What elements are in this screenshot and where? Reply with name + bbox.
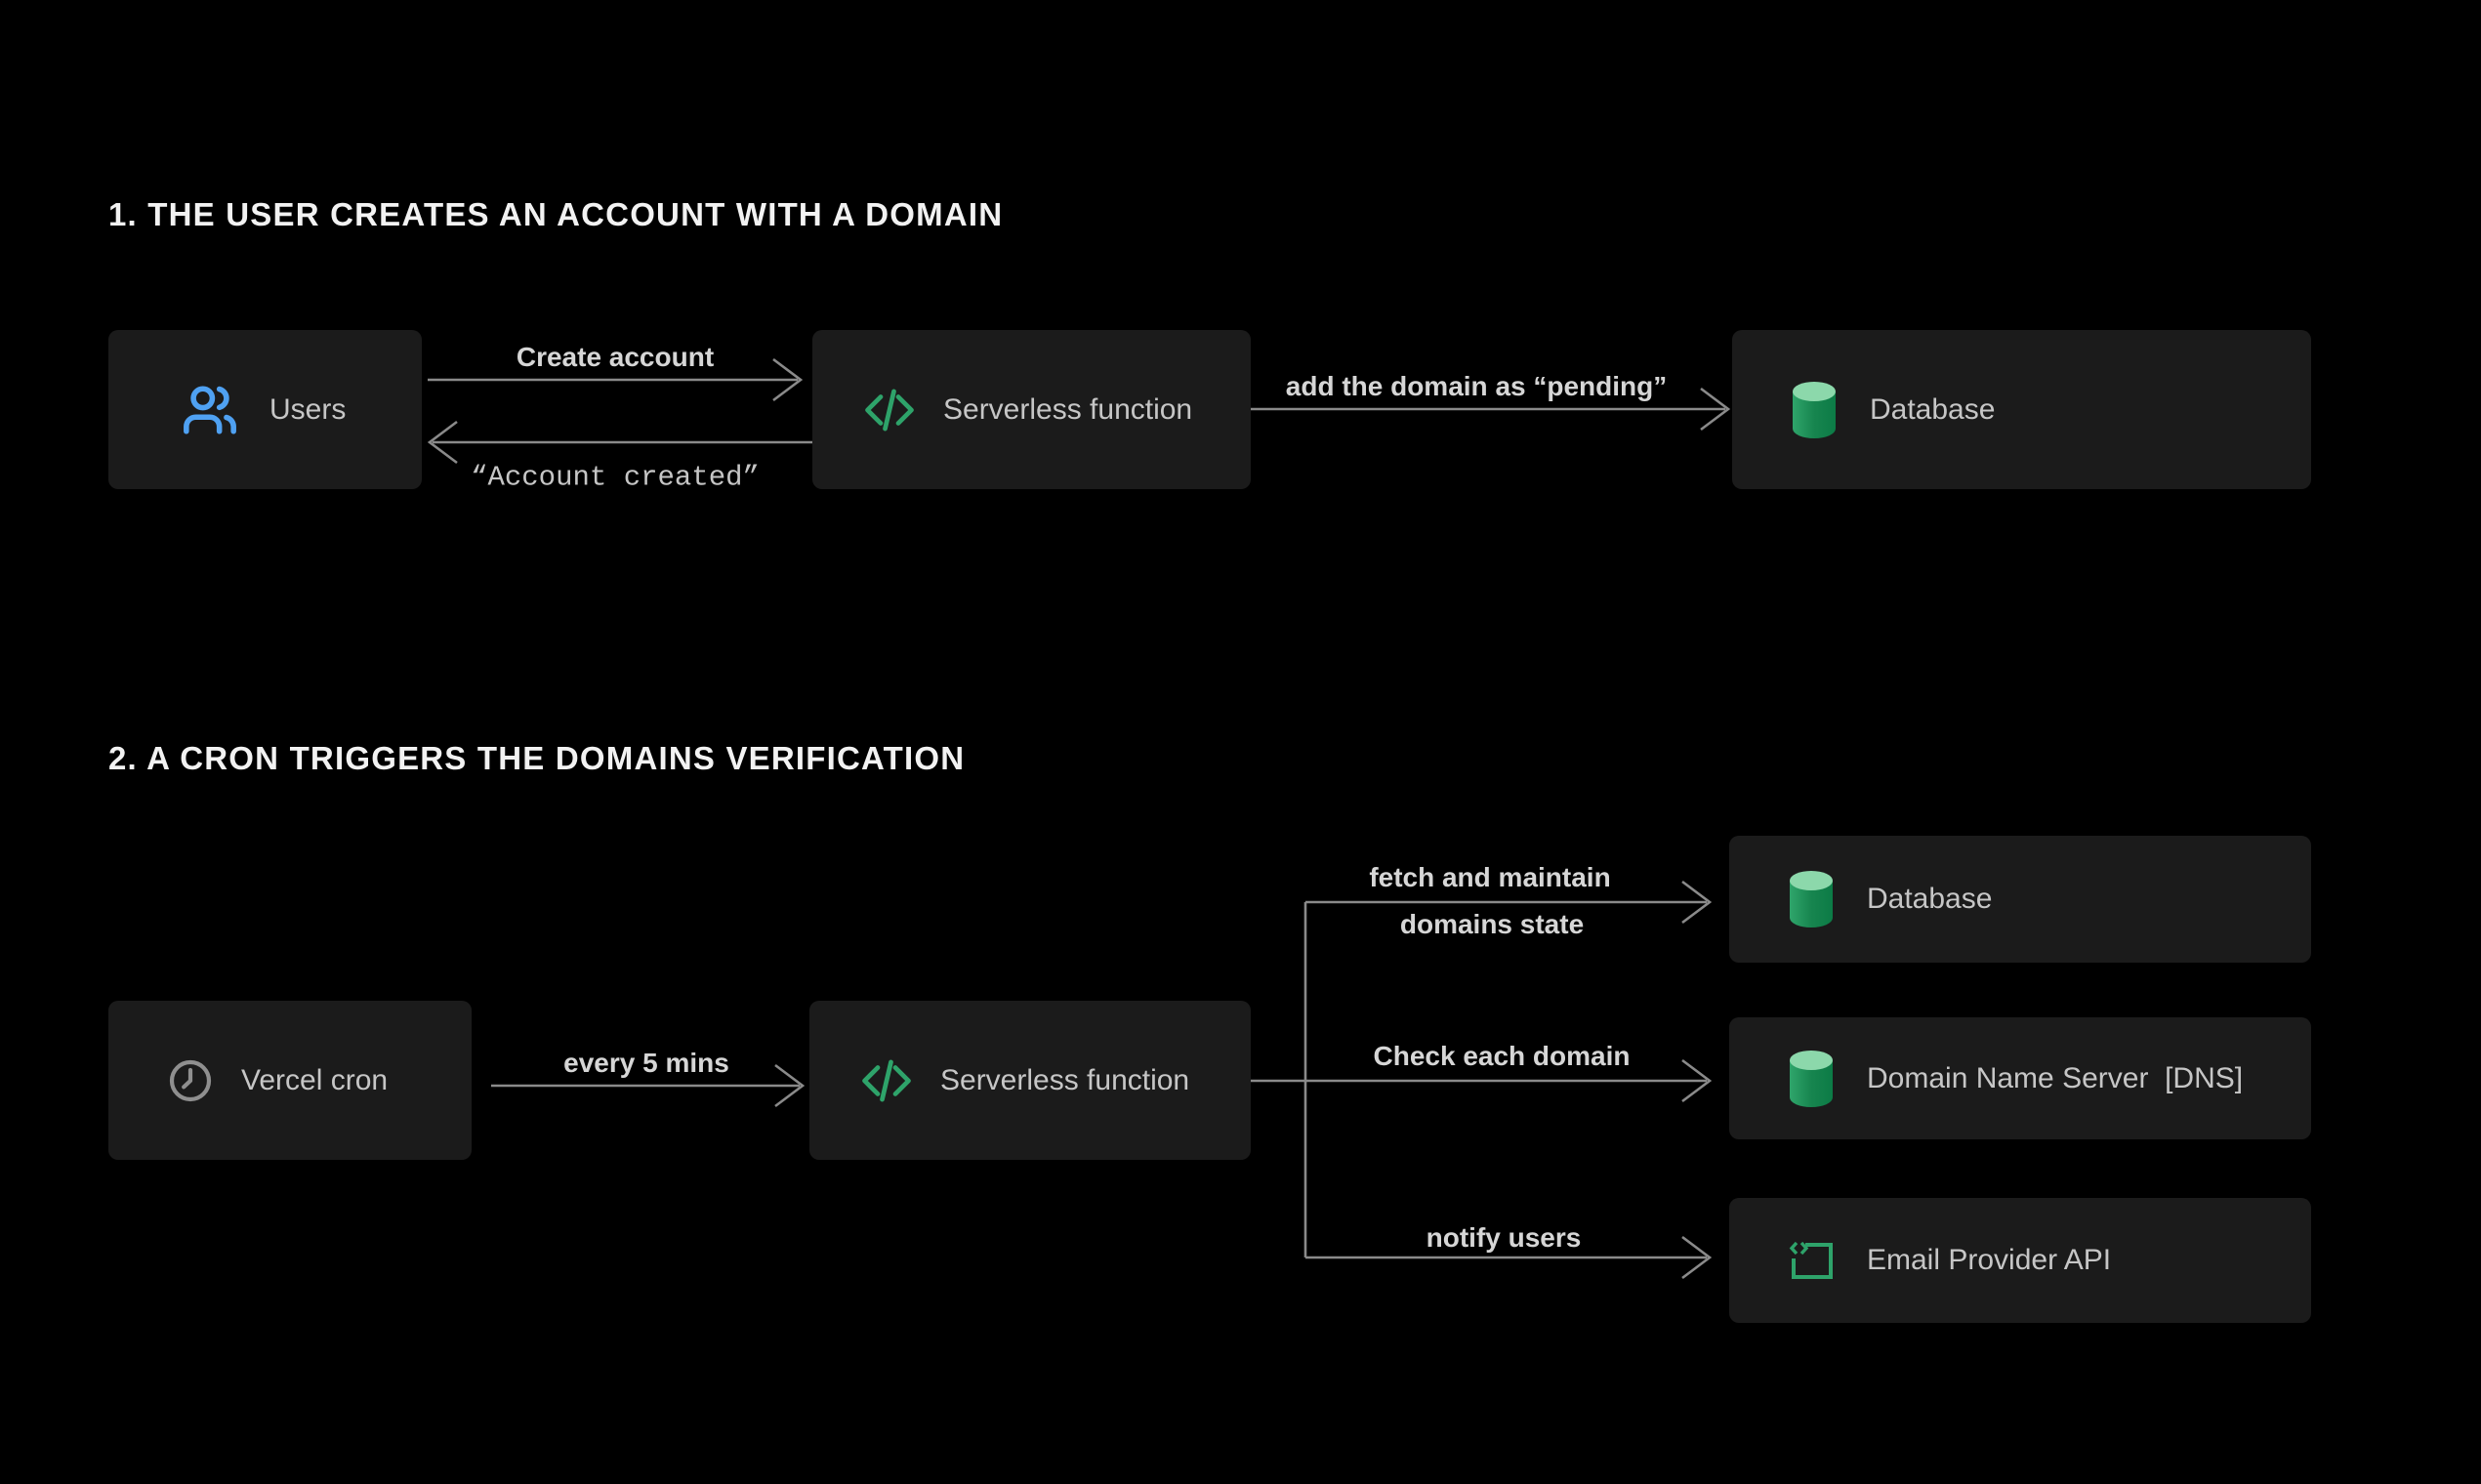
node-label: Domain Name Server [DNS] [1867,1061,2244,1094]
node-label: Database [1870,392,1996,426]
node-label: Serverless function [940,1063,1190,1096]
section-1-title: 1. THE USER CREATES AN ACCOUNT WITH A DO… [108,196,1004,232]
database-icon [1793,381,1836,438]
node-serverless-function-2: Serverless function [809,1001,1251,1160]
email-api-icon [1789,1241,1833,1279]
edge-notify-users [1305,1235,1713,1280]
edge-check-each-domain [1305,1058,1713,1103]
edge-add-domain-pending [1251,387,1731,432]
node-users: Users [108,330,422,489]
edge-label-domains-state: domains state [1399,909,1585,939]
users-icon [184,385,236,434]
clock-icon [169,1059,212,1101]
edge-account-created [427,420,812,465]
node-label: Users [269,392,347,426]
edge-label-check-each-domain: Check each domain [1373,1041,1631,1071]
node-label: Serverless function [943,392,1193,426]
code-icon [865,389,914,431]
node-label: Email Provider API [1867,1244,2112,1276]
edge-label-add-domain-pending: add the domain as “pending” [1285,371,1668,401]
node-label: Vercel cron [241,1063,389,1096]
node-vercel-cron: Vercel cron [108,1001,472,1160]
edge-every-5-mins [491,1063,806,1108]
node-email-provider-api: Email Provider API [1729,1198,2311,1323]
edge-label-account-created: “Account created” [471,461,760,494]
node-database-1: Database [1732,330,2311,489]
edge-label-fetch-and-maintain: fetch and maintain [1369,862,1611,892]
edge-label-create-account: Create account [516,342,715,372]
node-label: Database [1867,883,1993,915]
node-serverless-function-1: Serverless function [812,330,1251,489]
node-domain-name-server: Domain Name Server [DNS] [1729,1017,2311,1139]
edge-label-every-5-mins: every 5 mins [563,1048,729,1078]
section-2-title: 2. A CRON TRIGGERS THE DOMAINS VERIFICAT… [108,740,966,776]
edge-fetch-domains-state [1305,880,1713,925]
code-icon [862,1059,911,1101]
edge-label-notify-users: notify users [1426,1222,1582,1253]
node-database-2: Database [1729,836,2311,963]
edge-create-account [428,357,804,402]
database-icon [1790,871,1833,928]
database-icon [1790,1050,1833,1107]
